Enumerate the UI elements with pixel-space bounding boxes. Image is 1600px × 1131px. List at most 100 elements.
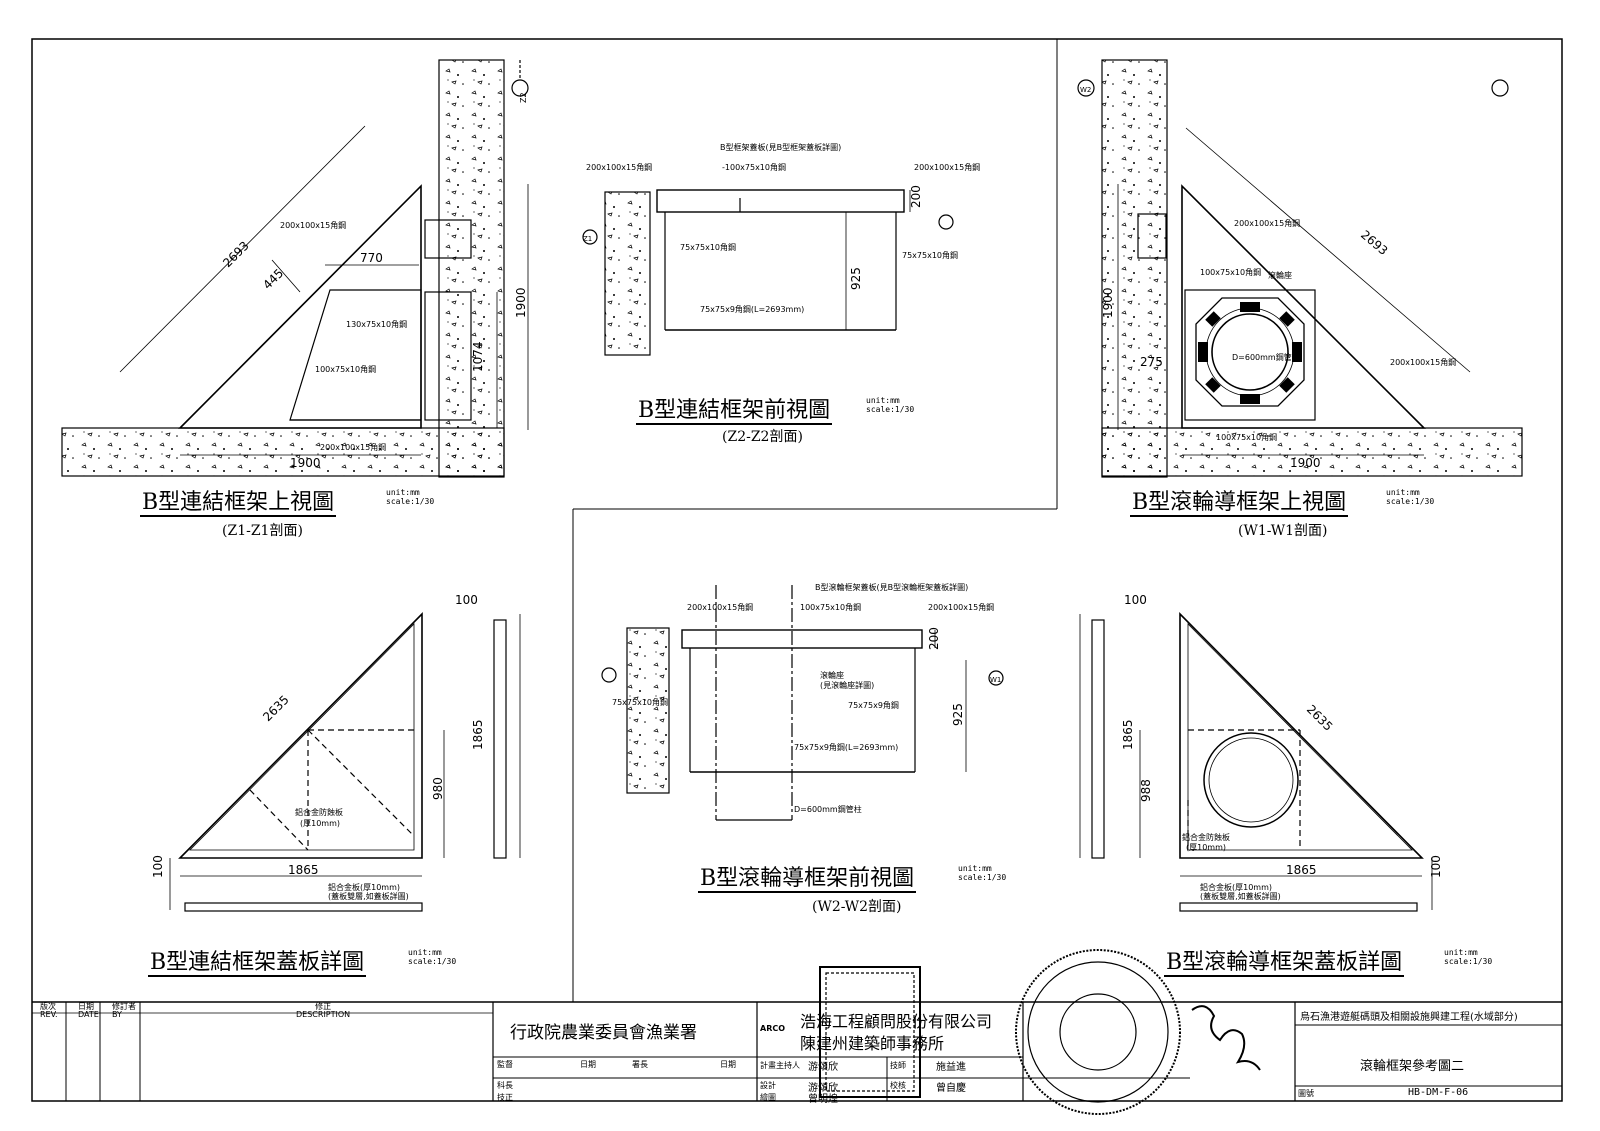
w2-note-r2: 75x75x9角鋼: [848, 700, 899, 710]
c2-dim-100t: 100: [1124, 593, 1147, 607]
c1-note-1: 鋁合金防蝕板: [295, 807, 343, 817]
z1-title: B型連結框架上視圖: [140, 490, 337, 517]
c2-dim-100r: 100: [1429, 855, 1443, 878]
owner-name: 行政院農業委員會漁業署: [510, 1023, 697, 1043]
c2-note-1b: (厚10mm): [1186, 843, 1226, 852]
c1-title: B型連結框架蓋板詳圖: [148, 950, 367, 977]
z2-note-r2: 75x75x10角鋼: [902, 250, 958, 260]
z2-note-right: 200x100x15角鋼: [914, 162, 980, 172]
c2-note-1: 鋁合金防蝕板: [1182, 832, 1230, 842]
draw-name: 曾明煌: [808, 1094, 838, 1105]
check-name: 曾自慶: [936, 1083, 966, 1094]
z1-note-4: 200x100x15角鋼: [320, 442, 386, 452]
w2-note-top: B型滾輪框架蓋板(見B型滾輪框架蓋板詳圖): [815, 582, 968, 592]
c1-note-2: 鋁合金板(厚10mm): [328, 882, 400, 892]
c1-dim-100t: 100: [455, 593, 478, 607]
w1-top-view: [1077, 59, 1523, 478]
w2-title: B型滾輪導框架前視圖: [698, 866, 917, 893]
c2-dim-1865h: 1865: [1286, 863, 1317, 877]
w1-note-4: D=600mm鋼管: [1232, 352, 1292, 362]
design-mgr-name: 游頌欣: [808, 1062, 838, 1073]
c2-title: B型滾輪導框架蓋板詳圖: [1164, 950, 1405, 977]
c1-cover-plate: [169, 612, 521, 912]
w2-section: (W2-W2剖面): [812, 899, 902, 915]
design-label: 設計: [760, 1081, 776, 1090]
w2-note-bottom: 75x75x9角鋼(L=2693mm): [794, 742, 898, 752]
w2-note-pipe: D=600mm鋼管柱: [794, 804, 862, 814]
z2-dim-925: 925: [849, 267, 863, 290]
title-block: [32, 1001, 1562, 1101]
w2-dim-200: 200: [927, 627, 941, 650]
w1-note-3: 滾輪座: [1268, 270, 1292, 280]
check-label: 校核: [890, 1081, 906, 1090]
z2-marker: Z1: [583, 235, 592, 243]
z1-notes: 200x100x15角鋼 130x75x10角鋼 100x75x10角鋼 200…: [280, 220, 407, 452]
z2-section: (Z2-Z2剖面): [722, 429, 803, 445]
owner-row-tech: 技正: [497, 1093, 513, 1102]
w1-section: (W1-W1剖面): [1238, 523, 1328, 539]
w1-note-6: 100x75x10角鋼: [1216, 432, 1277, 442]
w1-rollers: [1198, 302, 1302, 404]
firm-seal: [819, 966, 921, 1098]
engineer-label: 技師: [890, 1061, 906, 1070]
c1-dim-100l: 100: [151, 855, 165, 878]
c1-note-1b: (厚10mm): [300, 819, 340, 828]
w2-note-roller: 滾輪座: [820, 670, 844, 680]
w2-note-mid: 100x75x10角鋼: [800, 602, 861, 612]
w2-note-right: 200x100x15角鋼: [928, 602, 994, 612]
z1-dim-1074: 1074: [471, 341, 485, 372]
drawing-number: HB-DM-F-06: [1408, 1087, 1469, 1098]
file-label: 圖號: [1298, 1089, 1314, 1098]
owner-row-director: 署長: [632, 1060, 648, 1069]
z1-marker: Z2: [519, 92, 528, 103]
z2-title: B型連結框架前視圖: [636, 398, 833, 425]
c1-note-2b: (蓋板雙層,如蓋板詳圖): [328, 891, 409, 901]
z1-dim-diag: 2693: [220, 239, 251, 270]
w2-note-left: 200x100x15角鋼: [687, 602, 753, 612]
c2-note-2: 鋁合金板(厚10mm): [1200, 882, 1272, 892]
z1-dim-1900h: 1900: [290, 456, 321, 470]
owner-row-date1: 日期: [580, 1060, 596, 1069]
z1-dim-770: 770: [360, 251, 383, 265]
owner-row-supervise: 監督: [497, 1060, 513, 1069]
owner-row-chief: 科長: [497, 1081, 513, 1090]
z1-dim-445: 445: [260, 266, 286, 292]
signature-mark: [1191, 1005, 1261, 1071]
c2-dim-diag: 2635: [1304, 702, 1335, 733]
w1-note-5: 200x100x15角鋼: [1390, 357, 1456, 367]
z1-note-1: 200x100x15角鋼: [280, 220, 346, 230]
z1-note-3: 100x75x10角鋼: [315, 364, 376, 374]
w1-dim-1900v: 1900: [1101, 287, 1115, 318]
engineer-name: 施益進: [936, 1062, 966, 1073]
project-name: 烏石漁港遊艇碼頭及相關設施興建工程(水域部分): [1300, 1012, 1518, 1023]
firm-logo: ARCO: [760, 1024, 786, 1033]
z2-note-top2: -100x75x10角鋼: [722, 162, 786, 172]
firm-name-2: 陳建州建築師事務所: [800, 1034, 945, 1053]
w2-front-view: [601, 585, 1004, 821]
z2-dim-200: 200: [909, 185, 923, 208]
z2-note-bottom: 75x75x9角鋼(L=2693mm): [700, 304, 804, 314]
sheet-title: 滾輪框架參考圖二: [1360, 1059, 1465, 1074]
z1-top-view: [61, 59, 529, 478]
z1-dim-1900v: 1900: [514, 287, 528, 318]
c2-note-2b: (蓋板雙層,如蓋板詳圖): [1200, 891, 1281, 901]
z2-note-l2: 75x75x10角鋼: [680, 242, 736, 252]
z1-section: (Z1-Z1剖面): [222, 523, 303, 539]
c1-dim-diag: 2635: [260, 693, 291, 724]
w1-note-2: 100x75x10角鋼: [1200, 267, 1261, 277]
sheet-border: [31, 38, 1563, 1102]
c2-cover-plate: [1079, 612, 1433, 912]
w1-dim-275: 275: [1140, 355, 1163, 369]
w1-dim-diag: 2693: [1358, 228, 1390, 258]
w1-note-1: 200x100x15角鋼: [1234, 218, 1300, 228]
engineer-seal: [1015, 949, 1181, 1115]
design-name: 游頌欣: [808, 1083, 838, 1094]
